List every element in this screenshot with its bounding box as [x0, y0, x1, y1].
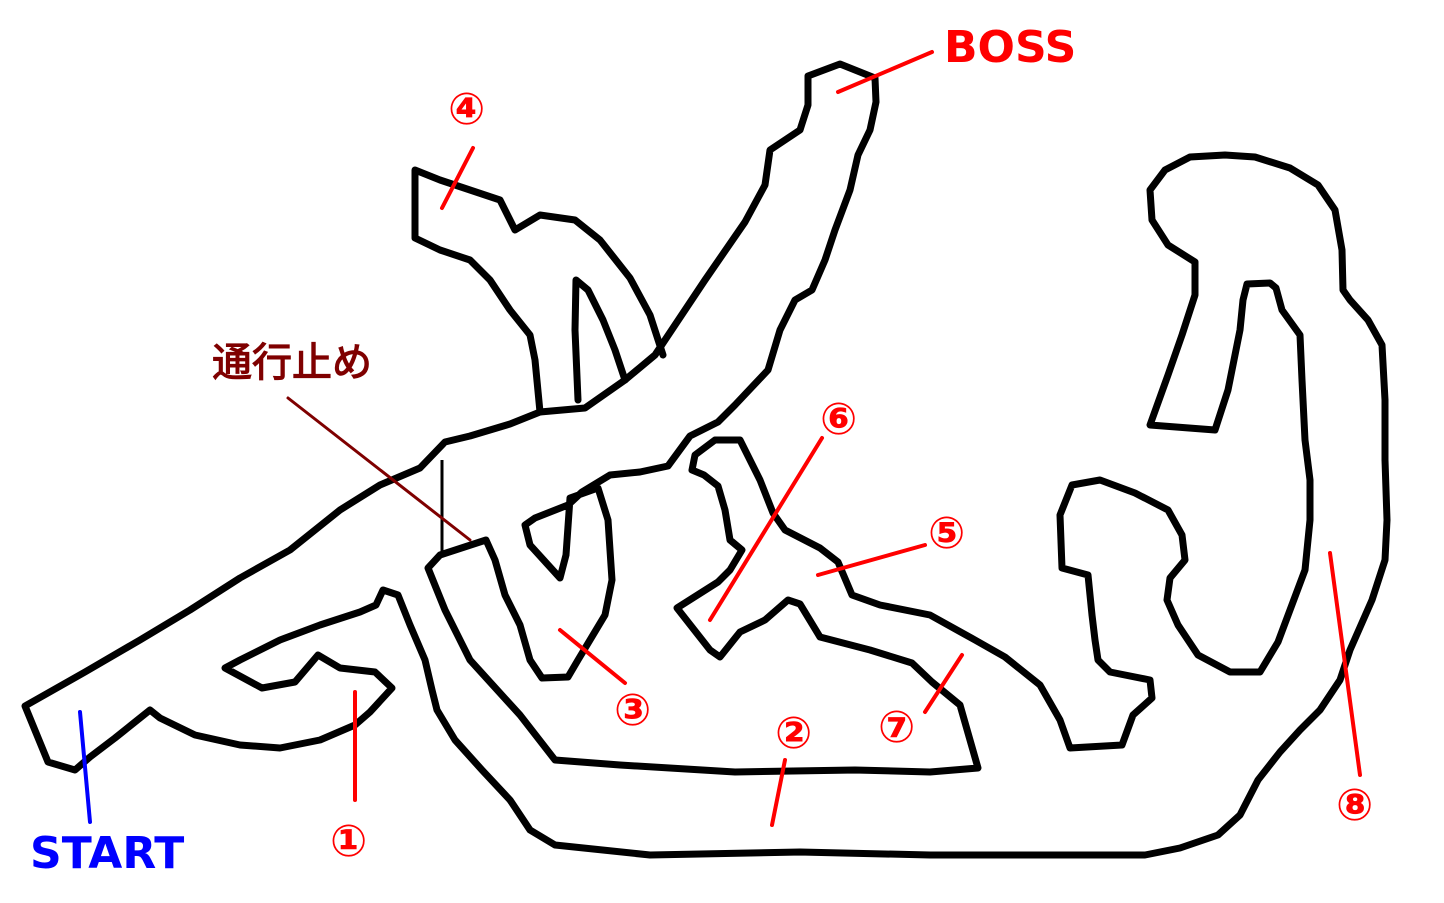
leader-line-2	[770, 758, 787, 827]
map-labels: BOSS START 通行止め ④ ⑥ ⑤ ③ ② ⑦ ① ⑧	[30, 22, 1373, 879]
leader-line-4	[440, 146, 475, 210]
label-blocked: 通行止め	[212, 340, 372, 386]
label-point-3: ③	[614, 685, 651, 736]
leader-line-7	[923, 653, 964, 714]
leader-line-boss	[836, 50, 934, 94]
label-point-6: ⑥	[820, 394, 857, 445]
label-start: START	[30, 828, 184, 879]
cave-wall-main-upper	[21, 60, 1391, 859]
label-point-5: ⑤	[928, 508, 965, 559]
leader-line-blocked	[286, 396, 472, 542]
marker-lines	[78, 50, 1362, 827]
label-point-7: ⑦	[878, 702, 915, 753]
label-point-2: ②	[775, 708, 812, 759]
label-point-1: ①	[330, 816, 367, 867]
cave-outlines	[21, 60, 1391, 859]
leader-line-6	[708, 436, 824, 622]
cave-wall-branch-4-island	[571, 276, 629, 404]
cave-wall-branch-4	[411, 166, 667, 416]
leader-line-5	[816, 543, 927, 577]
label-point-4: ④	[448, 84, 485, 135]
leader-line-3	[558, 628, 627, 685]
leader-line-8	[1328, 551, 1362, 777]
label-boss: BOSS	[944, 22, 1076, 73]
leader-line-start	[78, 710, 92, 824]
label-point-8: ⑧	[1336, 780, 1373, 831]
